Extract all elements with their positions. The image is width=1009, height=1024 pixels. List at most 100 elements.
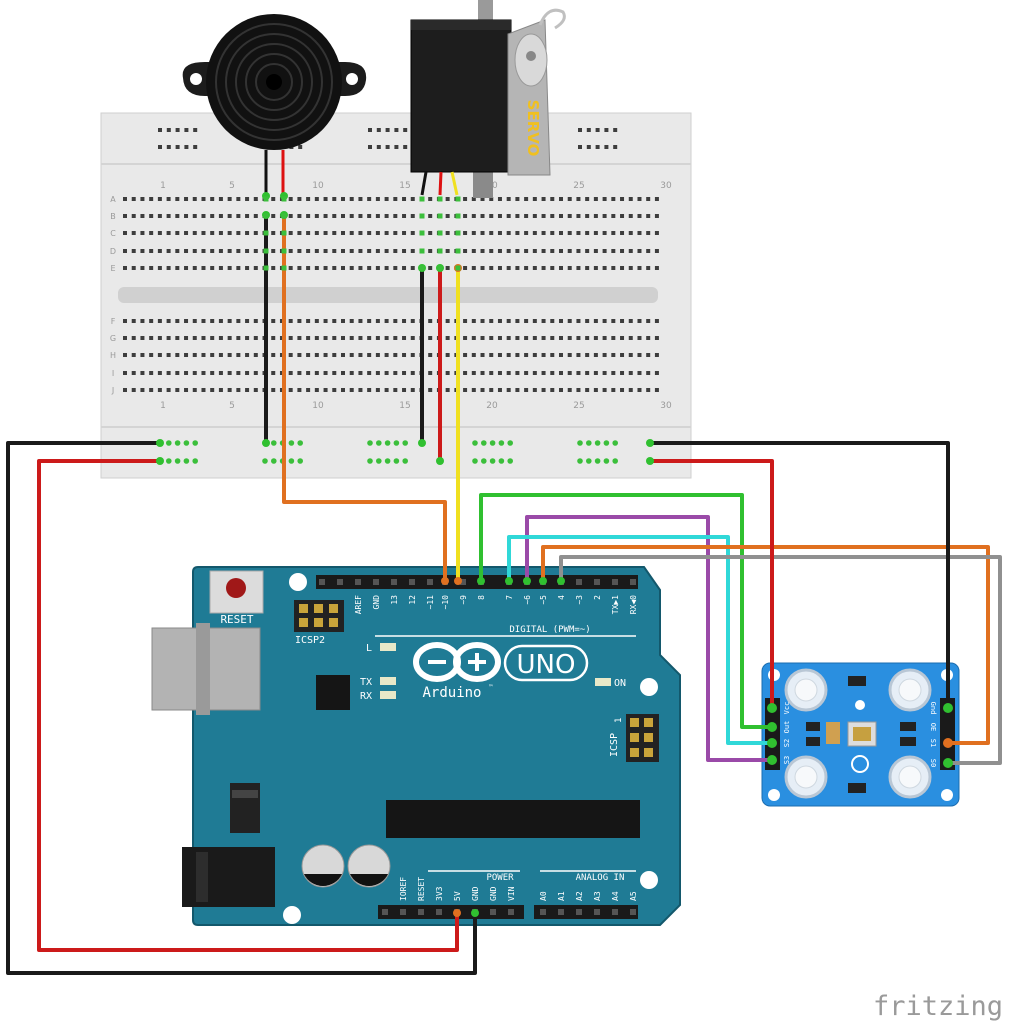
breadboard-hole <box>532 371 537 375</box>
header-hole <box>612 909 618 915</box>
breadboard-hole <box>532 319 537 323</box>
breadboard-hole <box>131 353 136 357</box>
breadboard-hole <box>637 371 642 375</box>
breadboard-hole <box>349 231 354 235</box>
breadboard-hole <box>480 371 485 375</box>
breadboard-hole <box>611 249 616 253</box>
breadboard-hole <box>559 231 563 235</box>
breadboard-hole <box>576 249 581 253</box>
breadboard-hole <box>367 336 372 340</box>
breadboard-hole <box>497 319 502 323</box>
breadboard-hole <box>375 214 380 218</box>
breadboard-hole <box>532 336 537 340</box>
breadboard-hole <box>175 214 180 218</box>
breadboard-hole <box>506 214 511 218</box>
analog-pin-label: A0 <box>539 891 548 901</box>
breadboard-hole <box>375 319 380 323</box>
breadboard-hole <box>611 336 616 340</box>
breadboard-hole <box>471 319 476 323</box>
breadboard-hole <box>620 266 625 270</box>
breadboard-hole <box>166 197 171 201</box>
breadboard-hole <box>506 336 511 340</box>
rail-hole <box>385 128 390 132</box>
breadboard-hole <box>402 214 407 218</box>
breadboard-hole <box>628 319 633 323</box>
breadboard-hole <box>384 231 389 235</box>
breadboard-hole <box>306 371 311 375</box>
rail-hole <box>183 440 190 446</box>
rail-hole <box>507 458 513 464</box>
header-hole <box>460 579 466 585</box>
breadboard-hole <box>541 266 546 270</box>
breadboard-hole <box>253 249 258 253</box>
breadboard-hole <box>149 336 154 340</box>
breadboard-hole <box>245 353 250 357</box>
breadboard-hole <box>489 231 494 235</box>
fritzing-watermark: fritzing <box>873 991 1003 1022</box>
breadboard-hole <box>471 214 476 218</box>
breadboard-hole <box>245 388 250 392</box>
breadboard-hole <box>384 319 389 323</box>
breadboard-hole <box>375 336 380 340</box>
breadboard-hole <box>384 214 389 218</box>
breadboard-hole <box>646 319 651 323</box>
breadboard-hole <box>218 353 223 357</box>
breadboard-hole <box>567 319 572 323</box>
arduino-brand: Arduino <box>422 685 481 701</box>
breadboard-hole <box>245 197 250 201</box>
arduino-infinity-logo <box>413 642 501 682</box>
breadboard-hole <box>532 231 537 235</box>
breadboard-hole <box>532 353 537 357</box>
row-label: I <box>112 369 114 378</box>
breadboard-hole <box>602 353 607 357</box>
breadboard-hole <box>341 231 345 235</box>
rail-hole <box>394 128 399 132</box>
breadboard-hole <box>341 214 345 218</box>
rail-hole <box>385 145 390 149</box>
breadboard-hole <box>489 353 494 357</box>
breadboard-hole <box>593 371 598 375</box>
rail-hole <box>175 145 180 149</box>
breadboard-hole <box>227 231 232 235</box>
breadboard-hole <box>489 336 494 340</box>
breadboard-hole <box>471 266 476 270</box>
breadboard-hole <box>593 266 598 270</box>
breadboard-hole <box>192 388 197 392</box>
breadboard-hole <box>236 353 241 357</box>
sensor-pin-label: S1 <box>929 739 937 747</box>
breadboard-hole <box>175 231 180 235</box>
breadboard-hole <box>620 388 625 392</box>
breadboard-hole <box>227 249 232 253</box>
breadboard-hole <box>306 336 311 340</box>
breadboard-hole <box>593 388 598 392</box>
breadboard-hole <box>358 197 363 201</box>
breadboard-hole <box>349 371 354 375</box>
breadboard-hole <box>602 371 607 375</box>
rail-hole <box>489 440 496 446</box>
breadboard-hole <box>358 214 363 218</box>
breadboard-hole <box>532 266 537 270</box>
breadboard-hole <box>654 214 659 218</box>
wire-pin4-to-sensor-s0 <box>559 555 1002 765</box>
breadboard-hole <box>567 353 572 357</box>
breadboard-hole <box>175 371 180 375</box>
reset-button[interactable] <box>209 570 264 614</box>
breadboard-hole <box>480 353 485 357</box>
digital-pin-label: TX▶1 <box>611 595 620 614</box>
header-hole <box>508 909 514 915</box>
breadboard-hole <box>140 266 145 270</box>
uno-label: UNO <box>517 650 576 680</box>
breadboard-hole <box>384 371 389 375</box>
header-hole <box>576 579 582 585</box>
rail-hole <box>166 145 171 149</box>
rail-hole <box>393 458 400 464</box>
breadboard-hole <box>175 388 180 392</box>
breadboard-hole <box>497 231 502 235</box>
power-pin-label: GND <box>489 886 498 901</box>
rail-hole <box>612 440 618 446</box>
breadboard-hole <box>637 336 642 340</box>
rail-hole <box>184 128 189 132</box>
breadboard-hole <box>497 266 502 270</box>
breadboard-hole <box>218 231 223 235</box>
